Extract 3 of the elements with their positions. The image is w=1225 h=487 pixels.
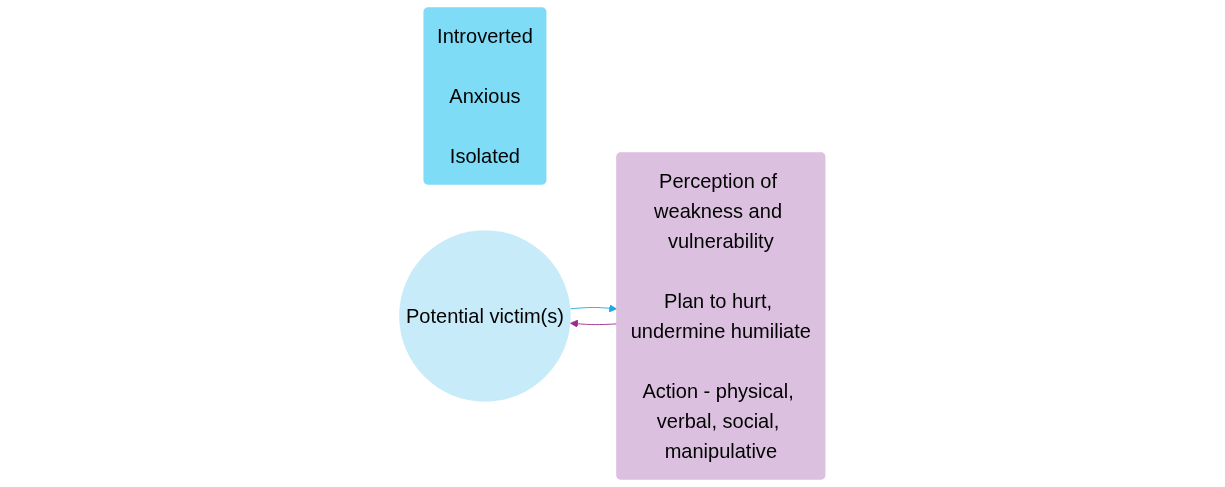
node-circle: Potential victim(s)	[399, 230, 571, 402]
node-box: Perception of weakness and vulnerability Plan to hurt, undermine humiliate Action - physical, verbal, social, manipulative	[616, 152, 826, 480]
node-box: Introverted Anxious Isolated	[423, 7, 547, 185]
